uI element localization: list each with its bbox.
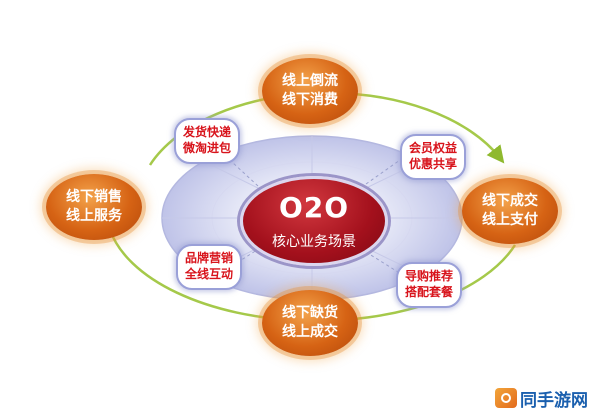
watermark: 同手游网 (495, 386, 588, 411)
outer-node-left: 线下销售 线上服务 (46, 174, 142, 240)
game-controller-icon (495, 388, 517, 408)
core-o2o-node: O2O 核心业务场景 (240, 176, 388, 266)
outer-node-right: 线下成交 线上支付 (462, 178, 558, 244)
core-subtitle: 核心业务场景 (272, 234, 356, 250)
inner-node-top-left: 发货快递 微淘进包 (174, 118, 240, 164)
inner-node-top-right: 会员权益 优惠共享 (400, 134, 466, 180)
inner-node-bottom-right: 导购推荐 搭配套餐 (396, 262, 462, 308)
core-title: O2O (278, 191, 350, 224)
outer-node-top: 线上倒流 线下消费 (262, 58, 358, 124)
inner-node-bottom-left: 品牌营销 全线互动 (176, 244, 242, 290)
outer-node-bottom: 线下缺货 线上成交 (262, 290, 358, 356)
connector-lines (231, 159, 401, 273)
watermark-text: 同手游网 (520, 390, 588, 411)
